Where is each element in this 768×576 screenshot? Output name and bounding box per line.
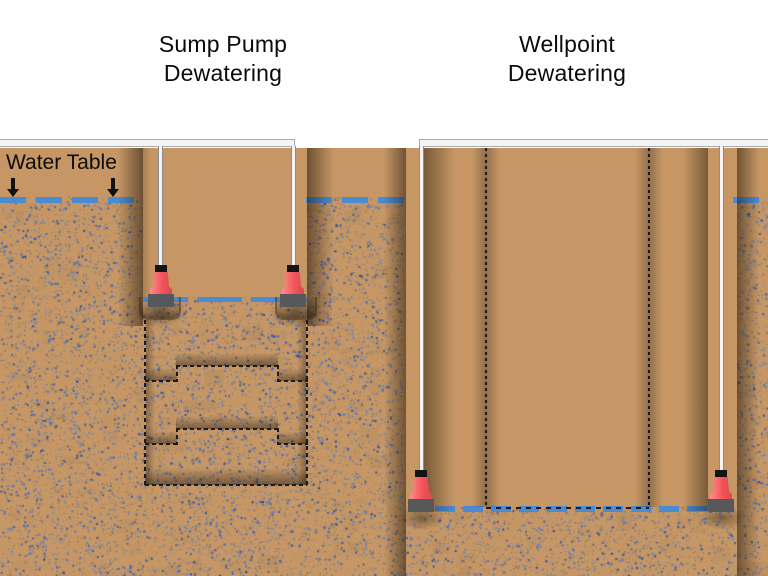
pump-fitting xyxy=(715,470,727,479)
left-sump-pocket xyxy=(139,297,181,320)
wellpoint-header-pipe xyxy=(419,139,768,147)
down-arrow-icon xyxy=(107,178,119,197)
sump-pump-title: Sump Pump Dewatering xyxy=(158,31,288,86)
arrow-shaft xyxy=(111,178,115,190)
sump-step2-outer-left xyxy=(145,443,177,445)
sump-step2-jog-left xyxy=(176,428,178,445)
sump-pit-bottom-water-line xyxy=(143,297,307,302)
sump-step1-jog-right xyxy=(277,365,279,382)
pump-base xyxy=(708,499,734,512)
pump-fitting xyxy=(415,470,427,479)
arrow-head xyxy=(7,189,19,197)
sump-step1-outer-left xyxy=(145,380,177,382)
water-table-line-right xyxy=(733,197,768,203)
sump-step2-jog-right xyxy=(277,428,279,445)
sump-step1-outer-right xyxy=(277,380,308,382)
pump-body xyxy=(150,272,172,296)
wellpoint-pump-right-icon xyxy=(708,470,734,512)
sump-excavation-bottom-line xyxy=(145,484,307,486)
wellpoint-dewatered-zone xyxy=(403,148,737,507)
sump-excavation-zone xyxy=(143,148,307,297)
sump-dashed-wall-left xyxy=(144,320,146,486)
right-sump-pocket xyxy=(275,297,317,320)
sump-step2-line xyxy=(176,428,278,430)
water-table-label: Water Table xyxy=(6,151,117,174)
sump-pump-right-icon xyxy=(280,265,306,307)
pump-base xyxy=(280,294,306,307)
pump-fitting xyxy=(155,265,167,274)
pump-body xyxy=(710,477,732,501)
sump-riser-pipe-left xyxy=(158,146,163,266)
lowered-water-table-line xyxy=(435,506,707,512)
pump-base xyxy=(148,294,174,307)
sump-step1-jog-left xyxy=(176,365,178,382)
sump-discharge-header-pipe xyxy=(0,139,295,147)
pump-base xyxy=(408,499,434,512)
sump-riser-pipe-right xyxy=(291,146,296,266)
wellpoint-excavation-dotted-right xyxy=(648,148,650,507)
sump-pump-left-icon xyxy=(148,265,174,307)
wellpoint-riser-pipe-left xyxy=(419,146,424,470)
sump-step1-line xyxy=(176,365,278,367)
wellpoint-excavation-dotted-bottom xyxy=(486,507,649,509)
wellpoint-pump-left-icon xyxy=(408,470,434,512)
water-table-line-left xyxy=(0,197,143,203)
pump-body xyxy=(282,272,304,296)
arrow-head xyxy=(107,189,119,197)
down-arrow-icon xyxy=(7,178,19,197)
wellpoint-title: Wellpoint Dewatering xyxy=(507,31,627,86)
sump-dashed-wall-right xyxy=(306,320,308,486)
sump-step2-outer-right xyxy=(277,443,308,445)
wellpoint-excavation-dotted-left xyxy=(485,148,487,507)
pump-body xyxy=(410,477,432,501)
arrow-shaft xyxy=(11,178,15,190)
water-table-line-middle xyxy=(306,197,404,203)
wellpoint-riser-pipe-right xyxy=(719,146,724,470)
pump-fitting xyxy=(287,265,299,274)
